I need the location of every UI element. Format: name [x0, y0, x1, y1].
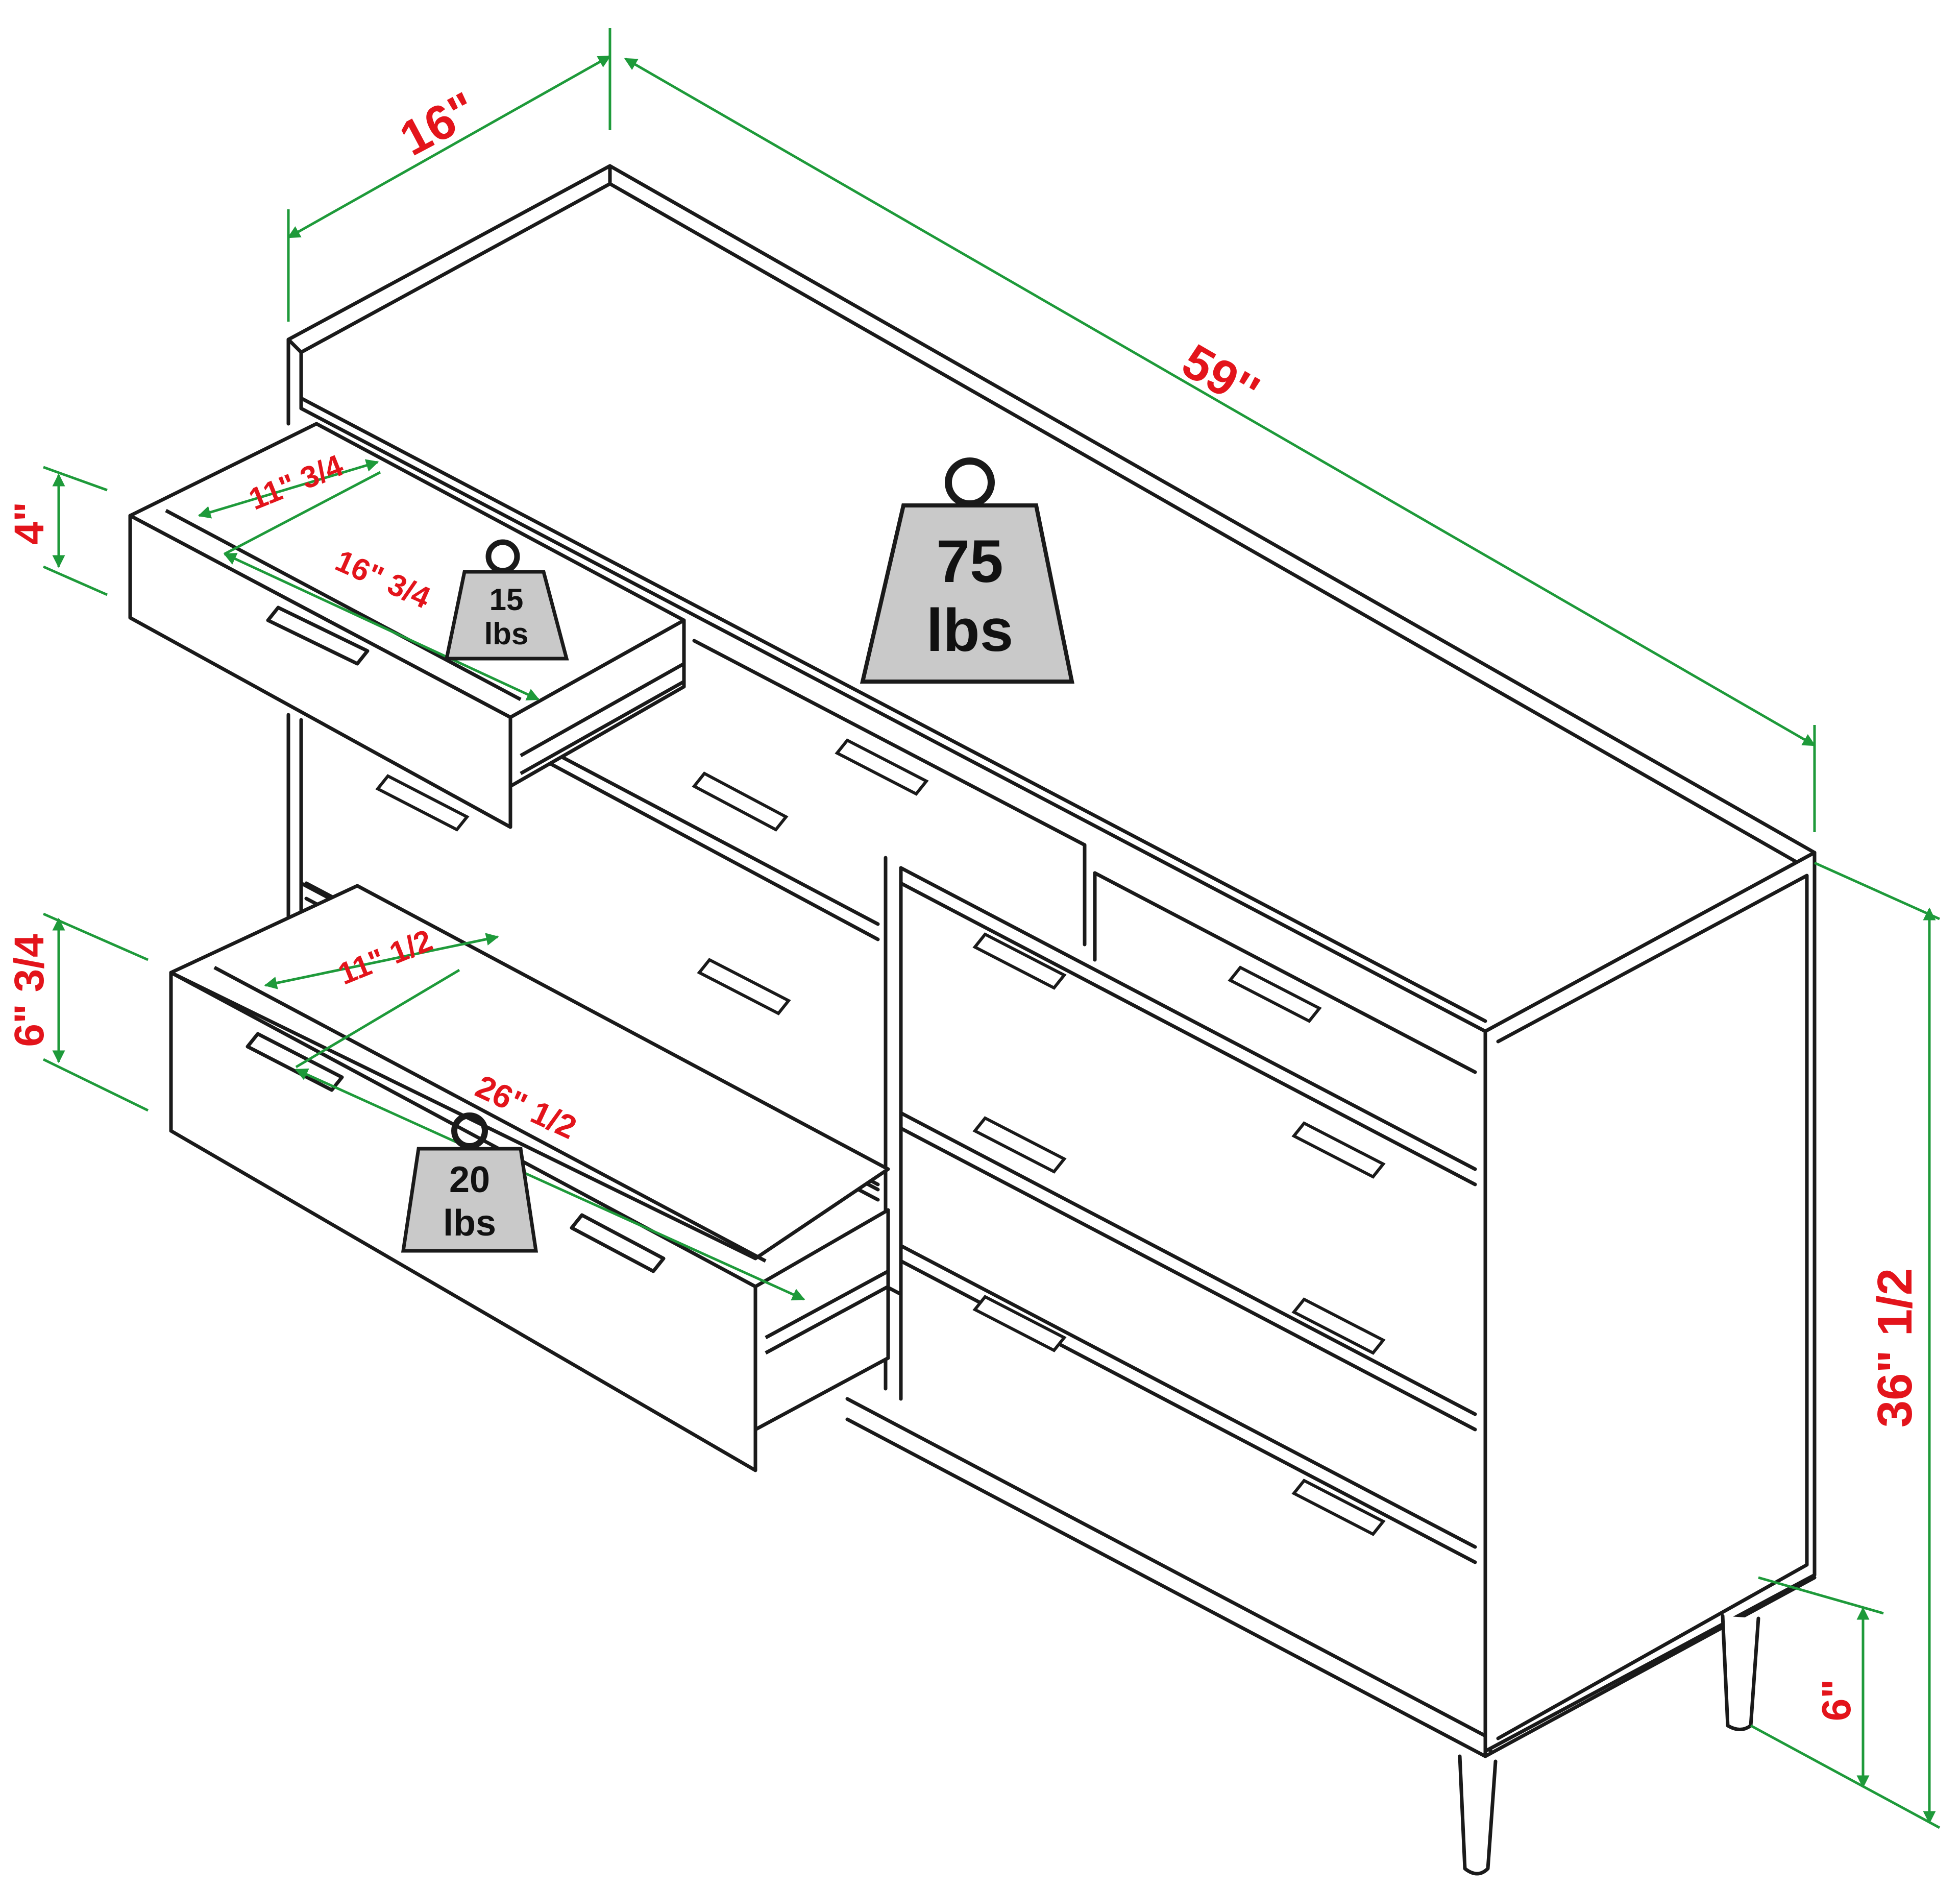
handle — [1291, 1297, 1386, 1355]
handle — [375, 774, 470, 832]
weight-ring — [451, 1112, 488, 1149]
dimension-lines — [42, 28, 1941, 1829]
depth-label: 16" — [391, 82, 485, 166]
weight-value: 75 — [936, 528, 1003, 595]
small-drawer-width-line — [198, 459, 379, 519]
rear-leg — [1721, 1614, 1760, 1731]
depth-dimension-line — [287, 55, 611, 239]
front-leg — [1458, 1754, 1498, 1876]
large-drawer-width-line — [264, 933, 499, 989]
weight-value: 20 — [449, 1159, 490, 1200]
open-large-drawer — [169, 884, 890, 1472]
right-side-panel — [1483, 851, 1817, 1753]
bottom-skirt — [845, 1397, 1487, 1758]
top-back-rail — [608, 164, 1817, 870]
open-small-drawer — [128, 422, 686, 829]
handle — [835, 738, 929, 796]
leg-height-label: 6" — [1814, 1679, 1859, 1721]
upper-middle-drawer — [692, 639, 1087, 947]
weight-icon-20: 20 lbs — [401, 1112, 538, 1253]
handle — [1291, 1479, 1386, 1536]
upper-right-drawer — [1093, 871, 1477, 1074]
handle — [1228, 965, 1322, 1023]
weight-body — [401, 1147, 538, 1253]
handle — [972, 1116, 1067, 1174]
weight-icon-75: 75 lbs — [860, 457, 1074, 684]
small-drawer-height-label: 4" — [6, 502, 53, 545]
width-label: 59'' — [1173, 333, 1268, 420]
small-drawer-depth-line — [223, 552, 540, 701]
handle — [692, 771, 789, 832]
weight-unit: lbs — [484, 617, 529, 651]
drawer-handles — [375, 738, 1386, 1536]
weight-unit: lbs — [926, 597, 1014, 664]
weight-value: 15 — [489, 583, 524, 617]
handle — [972, 932, 1067, 990]
handle — [697, 958, 791, 1015]
small-drawer-width-line-lower — [224, 471, 381, 555]
top-left-rail — [286, 164, 612, 354]
weight-ring — [945, 457, 995, 507]
weight-unit: lbs — [443, 1203, 496, 1244]
height-label: 36" 1/2 — [1868, 1268, 1922, 1427]
weight-icon-15: 15 lbs — [444, 539, 569, 661]
handle — [972, 1295, 1067, 1352]
large-drawer-width-line-lower — [295, 968, 460, 1069]
large-drawer-height-label: 6" 3/4 — [6, 934, 53, 1047]
large-drawer-side — [753, 1208, 890, 1432]
weight-body — [444, 570, 569, 661]
handle — [1291, 1121, 1386, 1179]
weight-body — [860, 503, 1074, 684]
large-drawer-depth-line — [295, 1068, 805, 1301]
width-dimension-line — [624, 57, 1816, 747]
